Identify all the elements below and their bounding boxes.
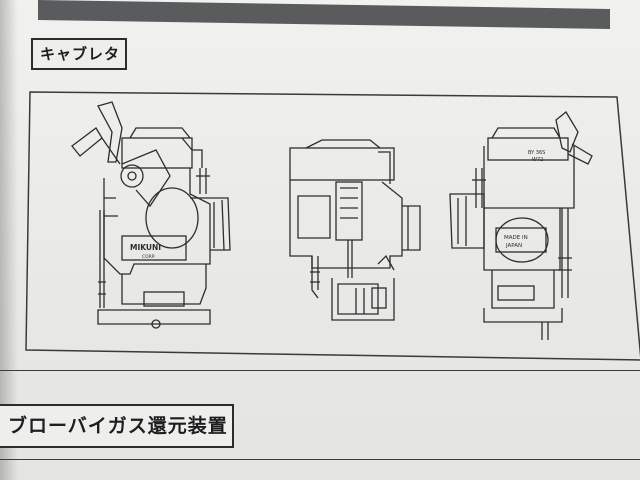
carburetor-left-view: MIKUNI CORP.: [71, 101, 231, 329]
section-title-carburetor: キャブレタ: [31, 38, 127, 70]
made-in-label: MADE IN: [504, 235, 528, 241]
made-in-country-label: JAPAN: [505, 243, 522, 249]
part-code-line-1: BY 36S: [528, 150, 545, 156]
carburetor-section-view: [289, 139, 421, 321]
mikuni-nameplate-subtext: CORP.: [142, 254, 155, 260]
section-title-blowby-gas-recirculation: ブローバイガス還元装置: [0, 404, 234, 448]
section-divider-upper: [0, 370, 640, 371]
header-bar: [38, 0, 610, 29]
part-code-line-2: W72: [532, 157, 543, 163]
mikuni-nameplate-text: MIKUNI: [130, 243, 161, 252]
section-divider-lower: [0, 459, 640, 460]
carburetor-diagram-frame: [25, 91, 640, 361]
carburetor-right-view: BY 36S W72 MADE IN JAPAN: [449, 111, 593, 340]
page-binding-shadow: [0, 0, 18, 480]
